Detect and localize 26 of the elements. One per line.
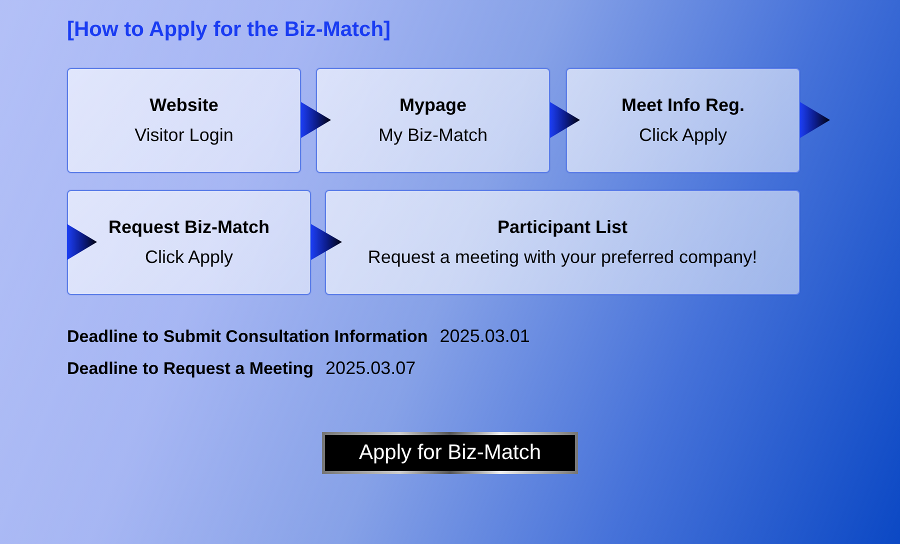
- step-description: My Biz-Match: [378, 125, 488, 146]
- step-card: [566, 68, 800, 173]
- arrow: [550, 102, 580, 138]
- deadline-date: 2025.03.07: [326, 358, 416, 379]
- step-card: [325, 190, 800, 295]
- deadline-date: 2025.03.01: [440, 326, 530, 347]
- step-description: Click Apply: [638, 125, 728, 146]
- step-title: Website: [150, 95, 218, 116]
- step-title: Mypage: [399, 95, 467, 116]
- deadline-label: Deadline to Submit Consultation Information: [67, 327, 428, 347]
- arrow: [67, 224, 97, 260]
- step-description: Click Apply: [144, 247, 234, 268]
- apply-button: Apply for Biz-Match: [322, 432, 578, 474]
- step-card: [67, 190, 311, 295]
- step-card: [67, 68, 301, 173]
- step-title: Meet Info Reg.: [621, 95, 744, 116]
- step-card: [316, 68, 550, 173]
- arrow: [301, 102, 331, 138]
- arrow: [800, 102, 830, 138]
- arrow: [311, 224, 342, 260]
- step-description: Request a meeting with your preferred company!: [368, 247, 758, 268]
- step-title: Request Biz-Match: [108, 217, 270, 238]
- step-description: Visitor Login: [134, 125, 234, 146]
- step-title: Participant List: [497, 217, 628, 238]
- deadline-label: Deadline to Request a Meeting: [67, 359, 314, 379]
- page-title: [How to Apply for the Biz-Match]: [67, 18, 391, 42]
